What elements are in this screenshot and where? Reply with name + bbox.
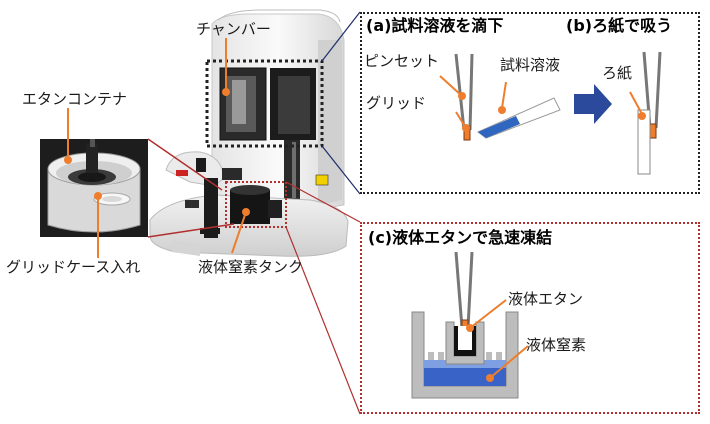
filter-paper-label: ろ紙 <box>602 64 633 82</box>
chamber-label: チャンバー <box>196 20 271 38</box>
panel-c-drawing <box>411 251 529 399</box>
grid-case-holder-label: グリッドケース入れ <box>6 258 141 276</box>
ethane-container-photo <box>40 139 148 237</box>
sample-solution-label: 試料溶液 <box>500 56 561 74</box>
ethane-container-label: エタンコンテナ <box>22 90 128 108</box>
grid-label: グリッド <box>366 94 427 112</box>
liquid-ethane-label: 液体エタン <box>508 290 584 308</box>
panel-b-title: (b)ろ紙で吸う <box>566 16 673 35</box>
tweezers-label: ピンセット <box>364 52 440 70</box>
liquid-nitrogen-label: 液体窒素 <box>526 336 587 354</box>
panel-c-title: (c)液体エタンで急速凍結 <box>368 228 553 247</box>
panel-ab-drawing <box>439 51 662 175</box>
panel-a-title: (a)試料溶液を滴下 <box>366 16 504 35</box>
ln2-tank-label: 液体窒素タンク <box>198 258 304 276</box>
